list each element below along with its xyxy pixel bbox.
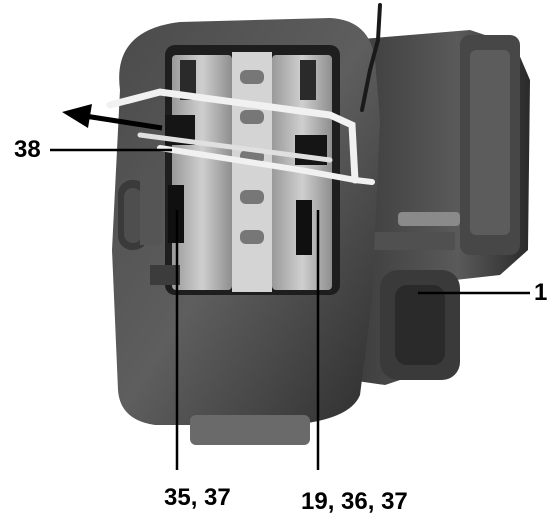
caliper-housing (345, 30, 530, 385)
callout-1: 1 (534, 279, 548, 306)
sensor-wire (106, 3, 382, 185)
leader-lines (50, 148, 530, 470)
callout-19-36-37: 19, 36, 37 (301, 488, 408, 515)
callout-38: 38 (14, 136, 41, 163)
callout-35-37: 35, 37 (164, 484, 231, 511)
direction-arrow (62, 104, 163, 131)
